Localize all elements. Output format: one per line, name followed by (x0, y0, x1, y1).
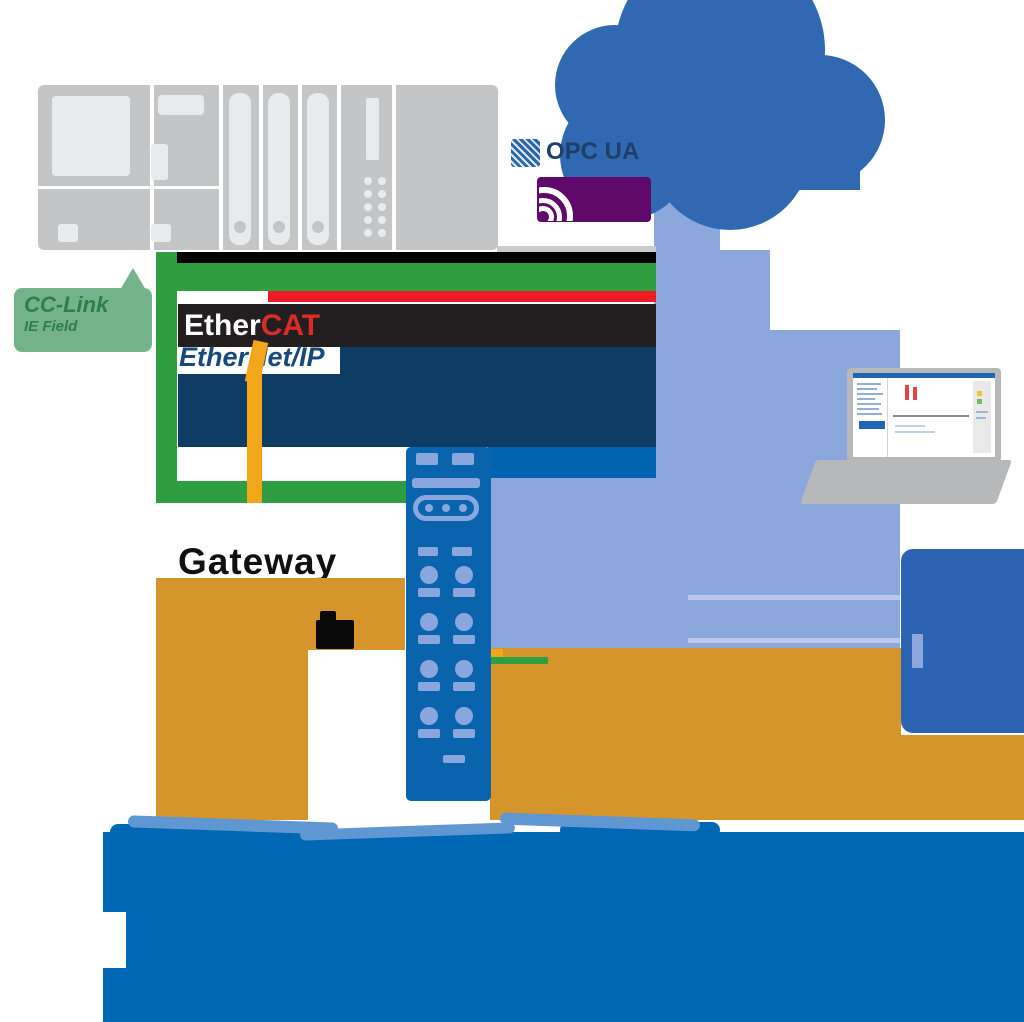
ethercat-label-prefix: Ether (184, 309, 261, 342)
machine-silhouette-icon (316, 620, 354, 649)
laptop-base (799, 460, 1012, 504)
ethercat-label-suffix: CAT (260, 309, 321, 342)
gateway-device (406, 447, 491, 801)
mqtt-signal-arcs-icon (539, 178, 585, 221)
ethercat-label: EtherCAT (184, 304, 320, 347)
floor-left-notch (100, 912, 126, 968)
psu-window (52, 96, 130, 176)
bus-band-black (157, 252, 656, 263)
dashboard-red-bar-2 (913, 387, 917, 400)
orange-arrow-right-block (490, 648, 901, 820)
device-led-window (413, 495, 479, 521)
arrow-accent-line-2 (688, 638, 900, 643)
cloud-link-arrow-foot-to-device (490, 470, 660, 660)
medium-blue-bus-band (488, 447, 656, 478)
bus-band-green-vertical (156, 252, 177, 503)
dashboard-right-panel (973, 381, 991, 453)
orange-arrow-left-column (156, 578, 308, 820)
bus-band-green-bottom (156, 481, 407, 503)
factory-floor (103, 832, 1024, 1022)
navy-bus-block-upper (340, 347, 656, 377)
plc-rack (38, 85, 498, 250)
mqtt-logo (537, 177, 651, 222)
cclink-banner: CC-Link IE Field (14, 288, 152, 352)
cclink-label-line1: CC-Link (24, 292, 109, 317)
bus-band-red (268, 291, 656, 302)
ethercat-band: EtherCAT (178, 304, 656, 347)
cclink-arrow-tip (120, 268, 146, 290)
right-edge-arrow-tick (912, 634, 923, 668)
dashboard-chart-baseline (893, 415, 969, 417)
dashboard-sidebar-button (859, 421, 885, 429)
orange-arrow-right-lower (901, 735, 1024, 820)
cclink-label-line2: IE Field (24, 318, 78, 335)
rack-base-edge (497, 246, 656, 253)
laptop-screen (853, 373, 995, 457)
green-stub-line (489, 657, 548, 664)
opc-ua-logo-icon (511, 139, 540, 167)
machine-silhouette-icon-top (320, 611, 336, 623)
bus-band-green-horizontal (156, 263, 656, 291)
yellow-link-line-vertical (247, 372, 262, 503)
arrow-accent-line-1 (688, 595, 900, 600)
cloud-icon (528, 0, 890, 240)
cloud-link-arrow-upper-bridge (654, 250, 770, 660)
yellow-stub-line (489, 649, 503, 657)
dashboard-titlebar (853, 373, 995, 378)
gateway-label: Gateway (178, 541, 338, 582)
opc-ua-label: OPC UA (546, 138, 640, 165)
laptop (790, 355, 1024, 510)
dashboard-red-bar-1 (905, 385, 909, 400)
